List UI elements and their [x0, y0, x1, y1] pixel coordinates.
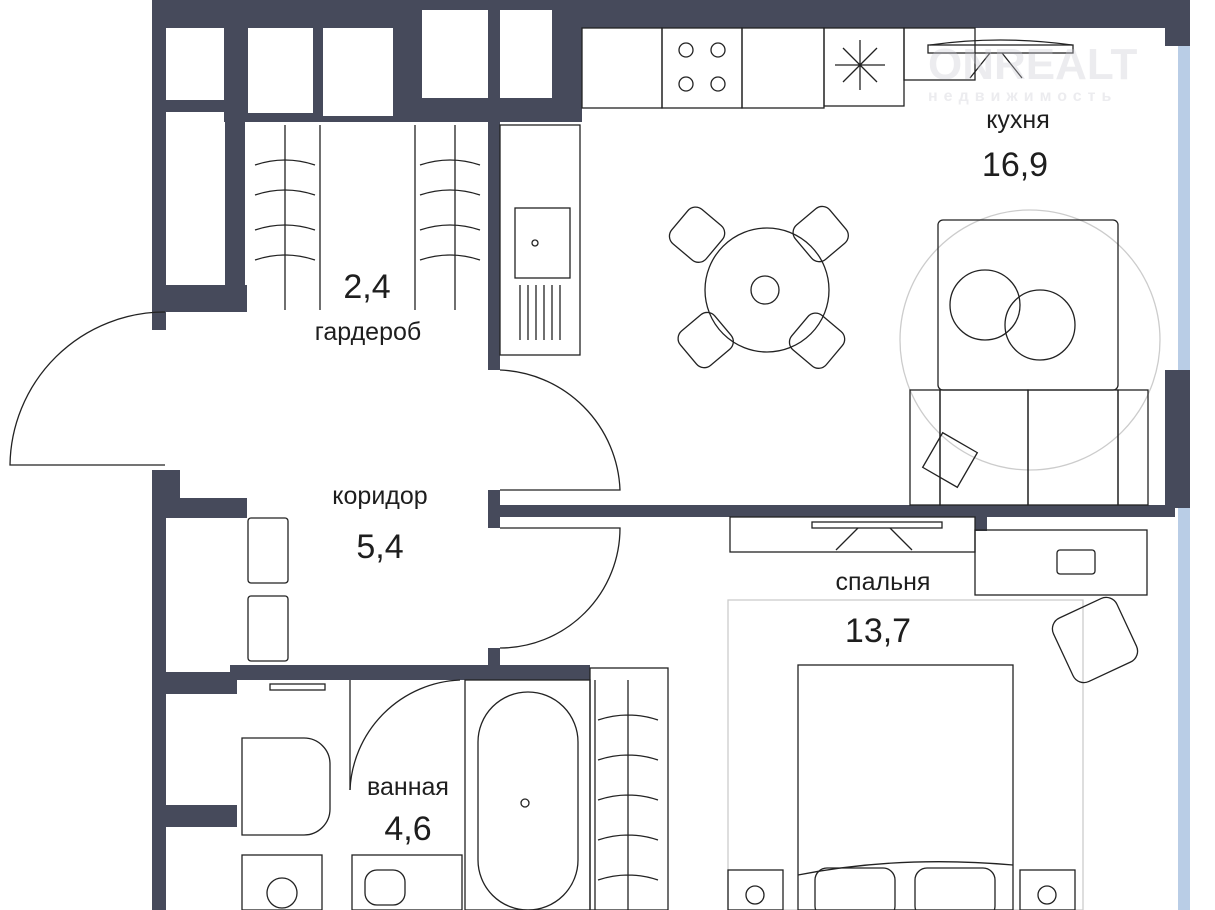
bathroom-label: ванная	[367, 773, 449, 801]
bedroom-furniture	[727, 516, 1148, 910]
doors	[9, 311, 621, 791]
kitchen-furniture	[499, 27, 1161, 506]
bathroom-fixtures	[241, 679, 591, 910]
wardrobe-area: 2,4	[343, 268, 391, 306]
corridor-label: коридор	[332, 482, 428, 510]
bathroom-area: 4,6	[384, 810, 432, 848]
closet-cells	[166, 10, 580, 910]
kitchen-area: 16,9	[981, 146, 1049, 184]
bedroom-label: спальня	[835, 568, 931, 596]
watermark-sub: недвижимость	[928, 88, 1118, 105]
wardrobe-label: гардероб	[314, 318, 422, 346]
windows	[1178, 46, 1190, 910]
kitchen-label: кухня	[986, 106, 1050, 134]
shoe-racks	[247, 517, 289, 662]
corridor-area: 5,4	[356, 528, 404, 566]
bedroom-area: 13,7	[844, 612, 912, 650]
watermark: ONREALT	[928, 40, 1138, 89]
